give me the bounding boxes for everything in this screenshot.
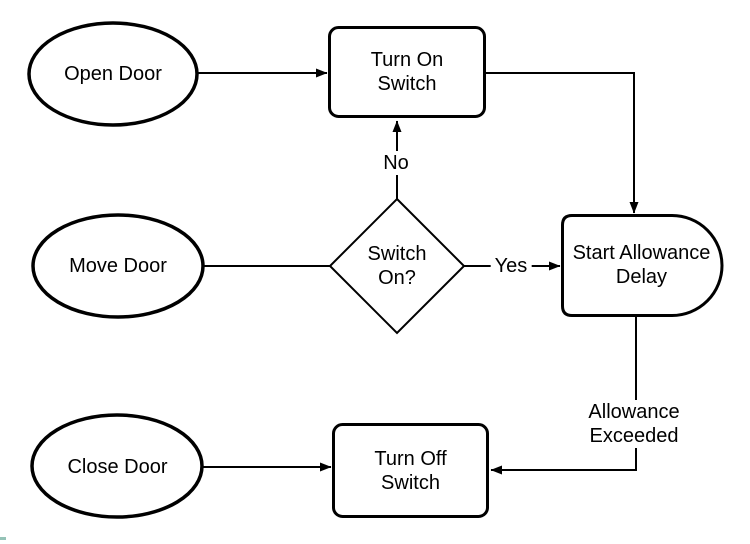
edge-turnon-to-delay xyxy=(486,72,639,214)
edge-delay-to-turnoff xyxy=(490,316,637,475)
node-close-door-shape xyxy=(30,413,204,519)
node-move-door-shape xyxy=(31,213,205,319)
node-start-allowance-delay-shape xyxy=(561,214,724,317)
node-switch-on-shape xyxy=(328,197,466,335)
node-turn-off-switch-shape xyxy=(332,423,489,518)
node-open-door-shape xyxy=(27,21,199,127)
corner-artifact xyxy=(0,537,6,540)
node-turn-on-switch-shape xyxy=(328,26,486,118)
